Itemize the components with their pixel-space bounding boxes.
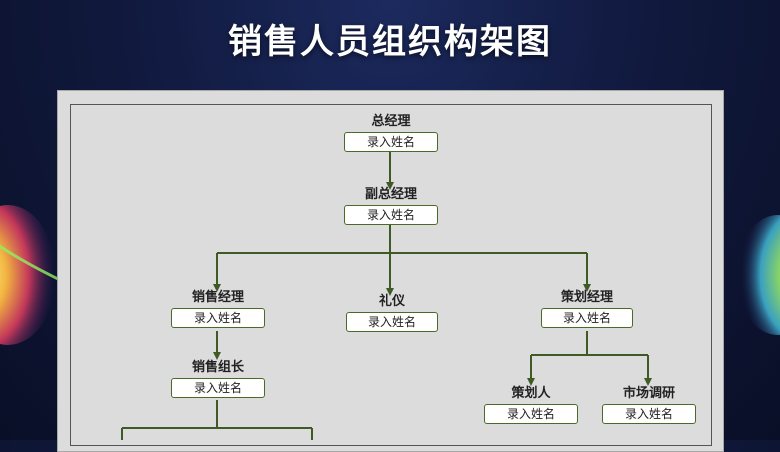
name-field[interactable]: 录入姓名 — [484, 404, 578, 424]
node-title: 销售组长 — [191, 360, 244, 375]
node-deputy-general-manager: 副总经理 录入姓名 — [344, 187, 438, 225]
name-field[interactable]: 录入姓名 — [602, 404, 696, 424]
node-sales-leader: 销售组长 录入姓名 — [171, 360, 265, 398]
node-title: 礼仪 — [378, 294, 405, 309]
decorative-glow-right — [736, 215, 780, 335]
node-title: 策划人 — [511, 386, 551, 401]
name-field[interactable]: 录入姓名 — [541, 308, 633, 328]
node-title: 市场调研 — [622, 386, 675, 401]
node-title: 策划经理 — [560, 290, 613, 305]
name-field[interactable]: 录入姓名 — [344, 132, 438, 152]
node-etiquette: 礼仪 录入姓名 — [346, 294, 438, 332]
node-title: 销售经理 — [191, 290, 244, 305]
name-field[interactable]: 录入姓名 — [344, 205, 438, 225]
node-sales-manager: 销售经理 录入姓名 — [171, 290, 265, 328]
name-field[interactable]: 录入姓名 — [171, 308, 265, 328]
page-title: 销售人员组织构架图 — [228, 22, 552, 62]
node-market-research: 市场调研 录入姓名 — [602, 386, 696, 424]
name-field[interactable]: 录入姓名 — [171, 378, 265, 398]
node-planner: 策划人 录入姓名 — [484, 386, 578, 424]
node-planning-manager: 策划经理 录入姓名 — [541, 290, 633, 328]
decorative-glow-left — [0, 205, 60, 345]
node-title: 副总经理 — [364, 187, 417, 202]
name-field[interactable]: 录入姓名 — [346, 312, 438, 332]
node-general-manager: 总经理 录入姓名 — [344, 114, 438, 152]
node-title: 总经理 — [371, 114, 411, 129]
